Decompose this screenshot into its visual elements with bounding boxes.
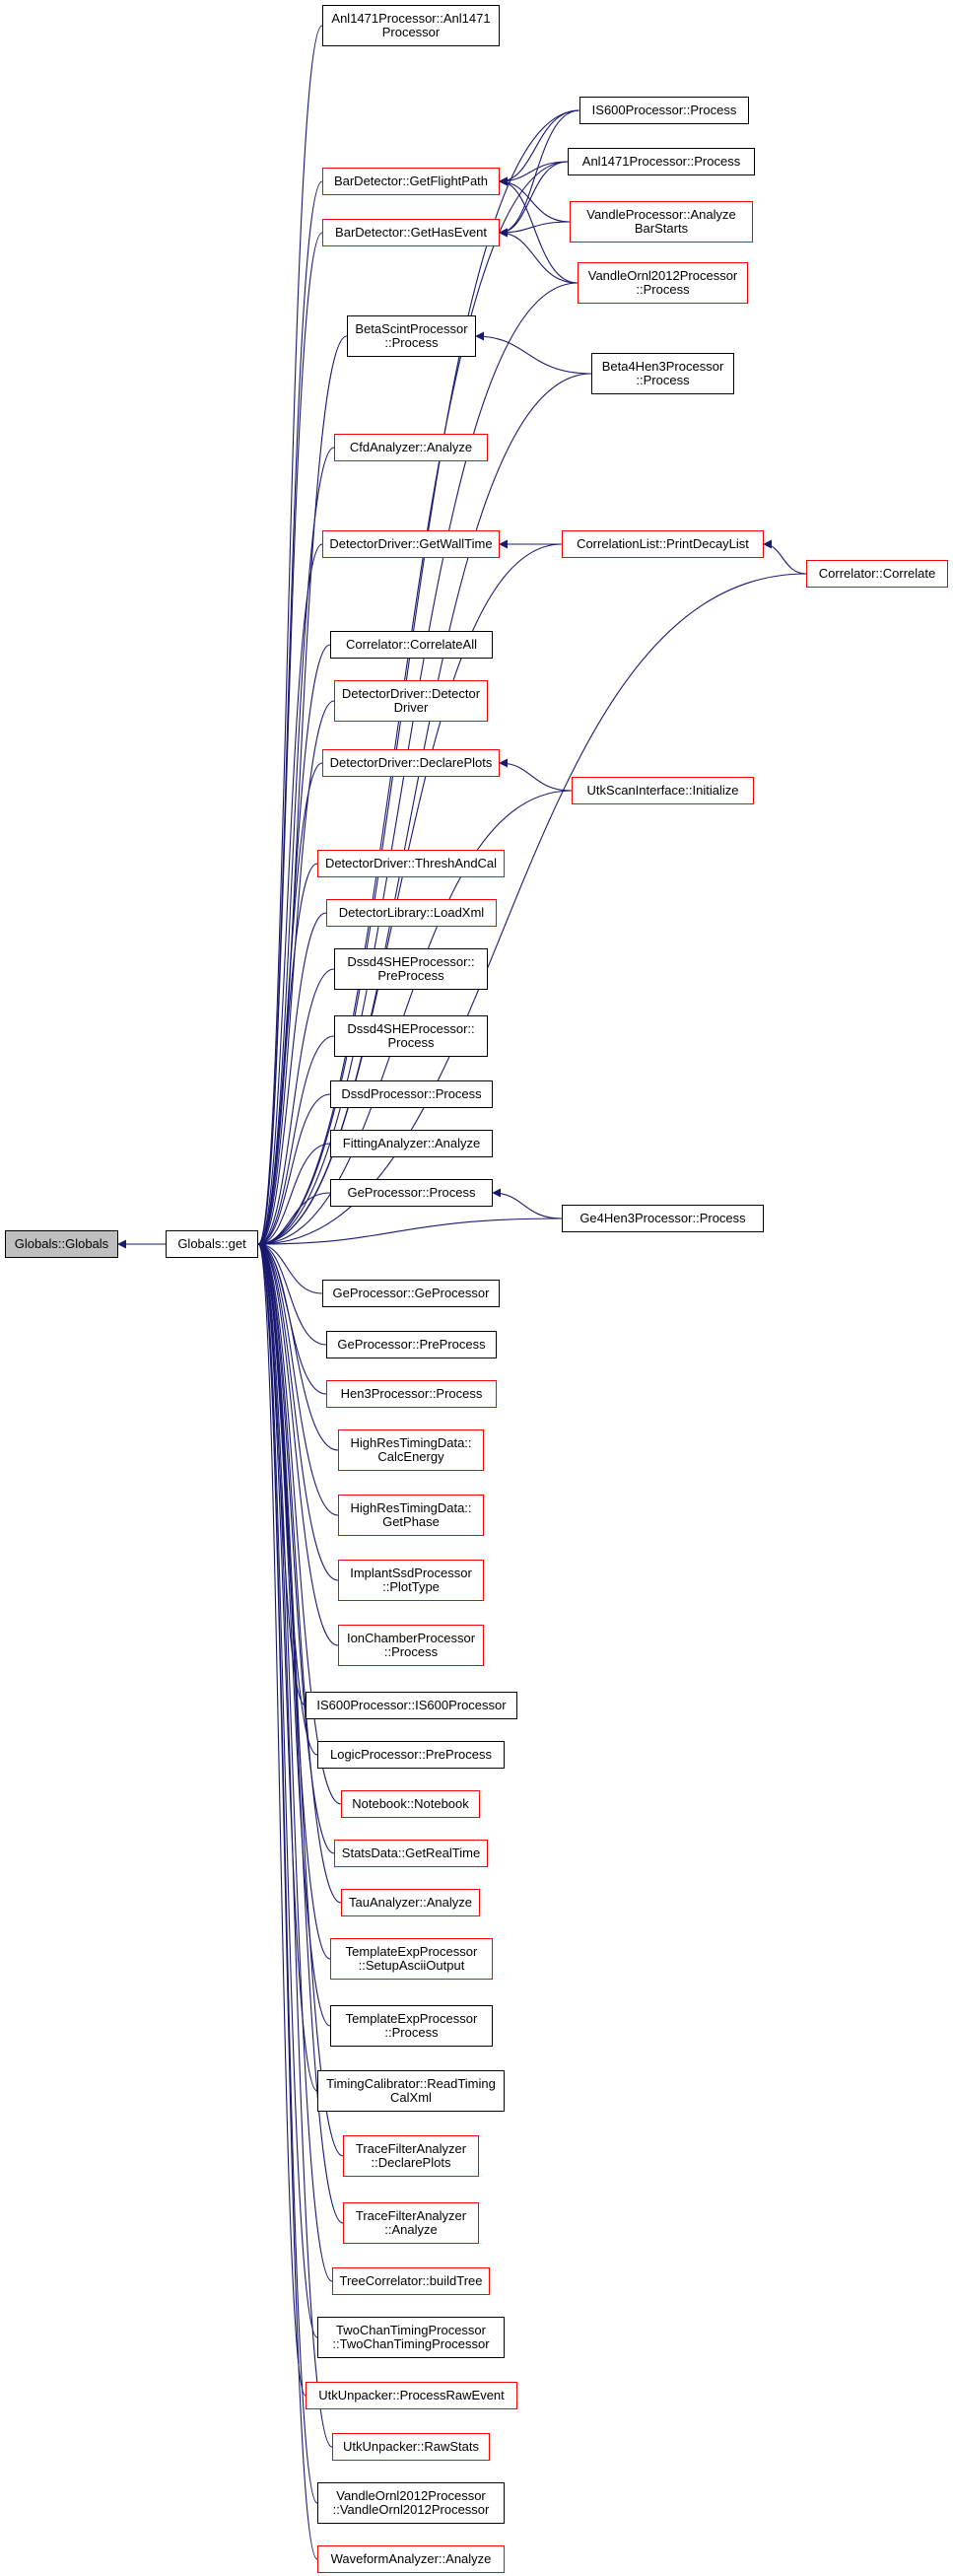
node-anl1471processor-ctor[interactable]: Anl1471Processor::Anl1471 Processor (322, 5, 500, 46)
node-templateexpprocessor-process[interactable]: TemplateExpProcessor ::Process (330, 2005, 493, 2047)
edge-ge4-to-ge_proc (492, 1188, 563, 1219)
edge-beta4-to-beta_proc (475, 331, 592, 375)
node-geprocessor-process[interactable]: GeProcessor::Process (330, 1179, 493, 1207)
edge-tmpl_ascii-to-get (257, 1239, 331, 1960)
node-is600processor-process[interactable]: IS600Processor::Process (579, 97, 749, 124)
edge-is600_proc-to-bar_flight (499, 109, 580, 186)
edge-utk_init-to-dd_plots (499, 758, 573, 792)
node-fittinganalyzer-analyze[interactable]: FittingAnalyzer::Analyze (330, 1130, 493, 1157)
node-detectordriver-ctor[interactable]: DetectorDriver::Detector Driver (334, 680, 488, 722)
edge-anl_proc-to-bar_hasevent (499, 161, 569, 238)
node-utkscaninterface-initialize[interactable]: UtkScanInterface::Initialize (572, 777, 754, 804)
edge-is600_proc-to-bar_hasevent (499, 109, 580, 238)
edge-corr_print-to-get (257, 543, 563, 1249)
node-beta4hen3processor-process[interactable]: Beta4Hen3Processor ::Process (591, 353, 734, 394)
node-bardetector-getflightpath[interactable]: BarDetector::GetFlightPath (322, 168, 500, 195)
node-vandleprocessor-analyzebarstarts[interactable]: VandleProcessor::Analyze BarStarts (570, 201, 753, 243)
edge-twochan-to-get (257, 1239, 318, 2338)
edge-anl_ctor-to-get (257, 25, 323, 1249)
edge-ge_proc-to-get (257, 1192, 331, 1249)
edge-vandle_proc-to-bar_hasevent (499, 228, 579, 284)
node-dssdprocessor-process[interactable]: DssdProcessor::Process (330, 1080, 493, 1108)
node-bardetector-gethasevent[interactable]: BarDetector::GetHasEvent (322, 219, 500, 246)
node-timingcalibrator-readtimingcalxml[interactable]: TimingCalibrator::ReadTiming CalXml (317, 2070, 505, 2112)
edge-dd_thresh-to-get (257, 863, 318, 1249)
edge-dssd4_pre-to-get (257, 968, 335, 1249)
edge-dssd4_proc-to-get (257, 1035, 335, 1249)
node-logicprocessor-preprocess[interactable]: LogicProcessor::PreProcess (317, 1741, 505, 1769)
edge-tree-to-get (257, 1239, 333, 2282)
node-vandleornl2012processor-ctor[interactable]: VandleOrnl2012Processor ::VandleOrnl2012… (317, 2482, 505, 2524)
node-tauanalyzer-analyze[interactable]: TauAnalyzer::Analyze (341, 1889, 480, 1916)
edge-corr_corr-to-corr_print (763, 539, 807, 575)
edge-ge4-to-get (257, 1218, 563, 1249)
node-hen3processor-process[interactable]: Hen3Processor::Process (326, 1380, 497, 1408)
node-cfdanalyzer-analyze[interactable]: CfdAnalyzer::Analyze (334, 434, 488, 461)
node-notebook-notebook[interactable]: Notebook::Notebook (341, 1790, 480, 1818)
edge-tau-to-get (257, 1239, 342, 1904)
edge-implant-to-get (257, 1239, 339, 1581)
node-statsdata-getrealtime[interactable]: StatsData::GetRealTime (334, 1840, 488, 1867)
edge-bar_hasevent-to-get (257, 232, 323, 1249)
node-correlationlist-printdecaylist[interactable]: CorrelationList::PrintDecayList (562, 530, 764, 558)
node-anl1471processor-process[interactable]: Anl1471Processor::Process (568, 148, 755, 175)
edge-stats-to-get (257, 1239, 335, 1854)
edge-utk_raw-to-get (257, 1239, 306, 2397)
edge-dd_ctor-to-get (257, 700, 335, 1249)
node-utkunpacker-processrawevent[interactable]: UtkUnpacker::ProcessRawEvent (306, 2382, 517, 2409)
node-highrestimingdata-calcenergy[interactable]: HighResTimingData:: CalcEnergy (338, 1429, 484, 1471)
node-geprocessor-ctor[interactable]: GeProcessor::GeProcessor (322, 1280, 500, 1307)
node-waveformanalyzer-analyze[interactable]: WaveformAnalyzer::Analyze (317, 2545, 505, 2573)
edge-ge_pre-to-get (257, 1239, 327, 1346)
node-tracefilteranalyzer-analyze[interactable]: TraceFilterAnalyzer ::Analyze (343, 2202, 479, 2244)
edge-dssd_proc-to-get (257, 1093, 331, 1249)
edge-fit-to-get (257, 1143, 331, 1249)
node-detectordriver-threshandcal[interactable]: DetectorDriver::ThreshAndCal (317, 850, 505, 877)
edge-vandle_proc-to-bar_flight (499, 176, 579, 284)
edge-corr_all-to-get (257, 644, 331, 1249)
node-dssd4sheprocessor-process[interactable]: Dssd4SHEProcessor:: Process (334, 1015, 488, 1057)
edge-timing_cal-to-get (257, 1239, 318, 2092)
edge-anl_proc-to-bar_flight (499, 161, 569, 186)
node-vandleornl2012processor-process[interactable]: VandleOrnl2012Processor ::Process (578, 262, 748, 304)
edge-dd_wall-to-get (257, 543, 323, 1249)
node-highrestimingdata-getphase[interactable]: HighResTimingData:: GetPhase (338, 1495, 484, 1536)
node-betascintprocessor-process[interactable]: BetaScintProcessor ::Process (347, 315, 476, 357)
node-globals-get[interactable]: Globals::get (166, 1230, 258, 1258)
edge-hrt_calc-to-get (257, 1239, 339, 1451)
edge-tmpl_proc-to-get (257, 1239, 331, 2027)
node-detectordriver-declareplots[interactable]: DetectorDriver::DeclarePlots (322, 749, 500, 777)
node-detectordriver-getwalltime[interactable]: DetectorDriver::GetWallTime (322, 530, 500, 558)
node-globals-globals: Globals::Globals (5, 1230, 118, 1258)
node-detectorlibrary-loadxml[interactable]: DetectorLibrary::LoadXml (326, 899, 497, 927)
node-templateexpprocessor-setupasciioutput[interactable]: TemplateExpProcessor ::SetupAsciiOutput (330, 1938, 493, 1980)
edge-bar_flight-to-get (257, 180, 323, 1249)
edge-ion-to-get (257, 1239, 339, 1646)
node-correlator-correlateall[interactable]: Correlator::CorrelateAll (330, 631, 493, 659)
edge-layer (117, 25, 807, 2560)
edge-notebook-to-get (257, 1239, 342, 1805)
node-dssd4sheprocessor-preprocess[interactable]: Dssd4SHEProcessor:: PreProcess (334, 948, 488, 990)
edge-vandle_bar-to-bar_hasevent (499, 221, 571, 238)
node-utkunpacker-rawstats[interactable]: UtkUnpacker::RawStats (332, 2433, 490, 2461)
edge-tfa_analyze-to-get (257, 1239, 344, 2224)
edge-cfd-to-get (257, 447, 335, 1249)
node-correlator-correlate[interactable]: Correlator::Correlate (806, 560, 948, 588)
node-twochantimingprocessor-ctor[interactable]: TwoChanTimingProcessor ::TwoChanTimingPr… (317, 2317, 505, 2358)
edge-vandle_bar-to-bar_flight (499, 176, 571, 223)
node-ge4hen3processor-process[interactable]: Ge4Hen3Processor::Process (562, 1205, 764, 1232)
edge-utk_stats-to-get (257, 1239, 333, 2448)
node-implantssdprocessor-plottype[interactable]: ImplantSsdProcessor ::PlotType (338, 1560, 484, 1601)
edge-waveform-to-get (257, 1239, 318, 2560)
edge-dl_xml-to-get (257, 912, 327, 1249)
edge-is600_proc-to-get (257, 109, 580, 1249)
node-geprocessor-preprocess[interactable]: GeProcessor::PreProcess (326, 1331, 497, 1358)
node-ionchamberprocessor-process[interactable]: IonChamberProcessor ::Process (338, 1625, 484, 1666)
node-treecorrelator-buildtree[interactable]: TreeCorrelator::buildTree (332, 2267, 490, 2295)
edge-hrt_phase-to-get (257, 1239, 339, 1516)
node-tracefilteranalyzer-declareplots[interactable]: TraceFilterAnalyzer ::DeclarePlots (343, 2135, 479, 2177)
node-is600processor-ctor[interactable]: IS600Processor::IS600Processor (306, 1692, 517, 1719)
